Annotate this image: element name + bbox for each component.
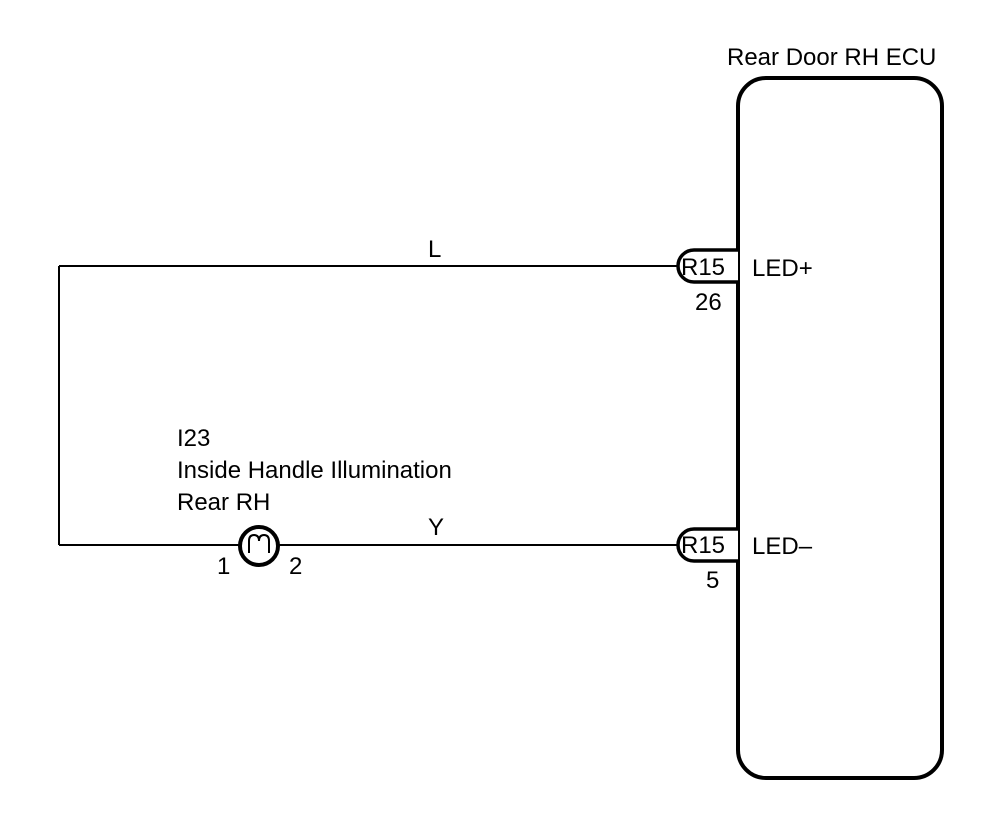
terminal-led-minus-label: LED– xyxy=(752,533,813,560)
wire-y-label: Y xyxy=(428,514,444,541)
ecu-title: Rear Door RH ECU xyxy=(727,44,936,71)
ecu-box xyxy=(736,76,944,780)
connector-r15-top xyxy=(676,248,738,284)
wire-l-label: L xyxy=(428,236,441,263)
connector-r15-bottom-code: R15 xyxy=(681,532,725,559)
connector-r15-top-code: R15 xyxy=(681,254,725,281)
connector-r15-top-pin: 26 xyxy=(695,289,722,316)
terminal-led-plus-label: LED+ xyxy=(752,255,813,282)
lamp-bulb-icon xyxy=(238,525,280,567)
lamp-name-line2: Rear RH xyxy=(177,489,270,516)
lamp-pin-1: 1 xyxy=(217,553,230,580)
connector-r15-bottom xyxy=(676,527,738,563)
lamp-code: I23 xyxy=(177,425,210,452)
lamp-pin-2: 2 xyxy=(289,553,302,580)
lamp-name-line1: Inside Handle Illumination xyxy=(177,457,452,484)
connector-r15-bottom-pin: 5 xyxy=(706,567,719,594)
